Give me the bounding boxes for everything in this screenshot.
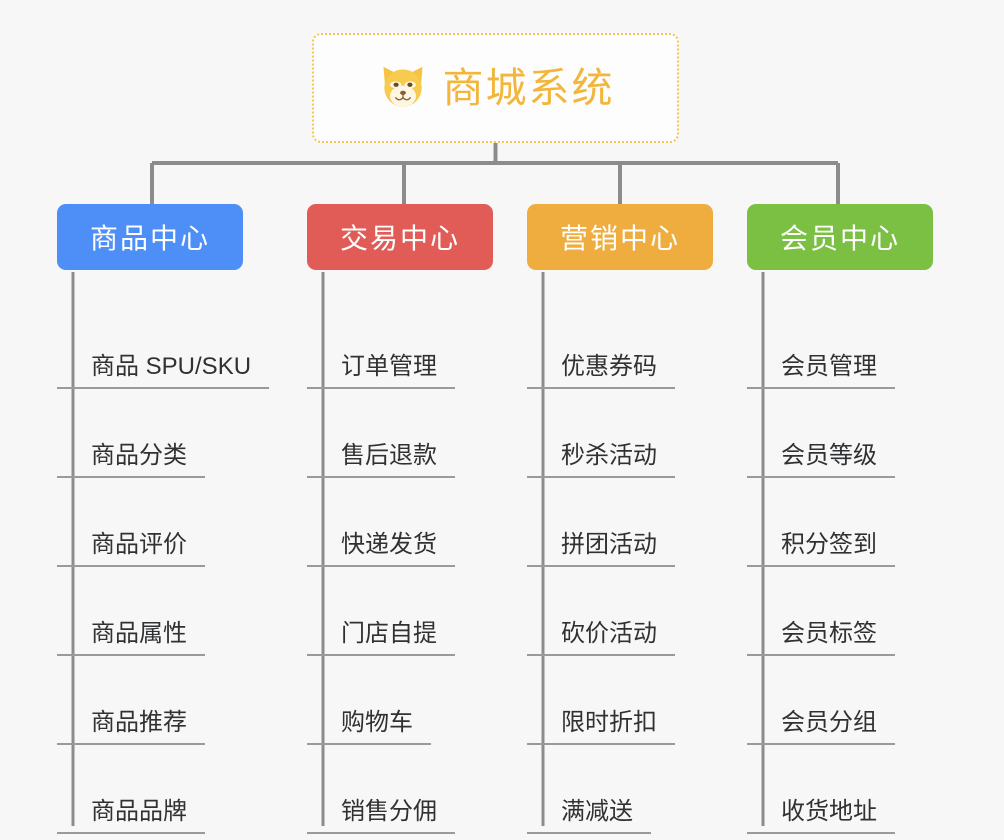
leaf-label: 收货地址 [747,798,895,834]
list-item[interactable]: 商品分类 [57,389,269,478]
list-item[interactable]: 会员分组 [747,656,933,745]
leaf-label: 会员等级 [747,442,895,478]
list-item[interactable]: 秒杀活动 [527,389,713,478]
list-item[interactable]: 积分签到 [747,478,933,567]
root-title: 商城系统 [442,64,615,111]
list-item[interactable]: 拼团活动 [527,478,713,567]
list-item[interactable]: 商品评价 [57,478,269,567]
list-item[interactable]: 收货地址 [747,745,933,834]
list-item[interactable]: 优惠券码 [527,300,713,389]
leaf-label: 优惠券码 [527,353,675,389]
list-item[interactable]: 会员等级 [747,389,933,478]
leaf-label: 购物车 [307,709,431,745]
leaf-label: 拼团活动 [527,531,675,567]
leaf-label: 会员管理 [747,353,895,389]
leaf-label: 快递发货 [307,531,455,567]
branch-head-label: 会员中心 [779,223,900,254]
leaf-label: 砍价活动 [527,620,675,656]
list-item[interactable]: 快递发货 [307,478,493,567]
branch-items-product: 商品 SPU/SKU 商品分类 商品评价 商品属性 商品推荐 商品品牌 [57,270,270,834]
list-item[interactable]: 商品品牌 [57,745,269,834]
branch-head-product[interactable]: 商品中心 [57,204,243,270]
leaf-label: 销售分佣 [307,798,455,834]
leaf-label: 秒杀活动 [527,442,675,478]
leaf-label: 商品品牌 [57,798,205,834]
branch-items-marketing: 优惠券码 秒杀活动 拼团活动 砍价活动 限时折扣 满减送 [527,270,713,834]
branch-items-trade: 订单管理 售后退款 快递发货 门店自提 购物车 销售分佣 [307,270,493,834]
leaf-label: 商品属性 [57,620,205,656]
list-item[interactable]: 会员标签 [747,567,933,656]
list-item[interactable]: 会员管理 [747,300,933,389]
leaf-label: 商品评价 [57,531,205,567]
leaf-label: 积分签到 [747,531,895,567]
list-item[interactable]: 售后退款 [307,389,493,478]
leaf-label: 会员标签 [747,620,895,656]
leaf-label: 限时折扣 [527,709,675,745]
branch-head-marketing[interactable]: 营销中心 [527,204,713,270]
list-item[interactable]: 销售分佣 [307,745,493,834]
branch-head-label: 商品中心 [89,223,210,254]
branch-column-marketing: 营销中心 优惠券码 秒杀活动 拼团活动 砍价活动 限时折扣 满减送 [527,204,713,834]
leaf-label: 订单管理 [307,353,455,389]
list-item[interactable]: 商品属性 [57,567,269,656]
branch-head-member[interactable]: 会员中心 [747,204,933,270]
dog-face-icon [377,62,429,114]
list-item[interactable]: 订单管理 [307,300,493,389]
list-item[interactable]: 砍价活动 [527,567,713,656]
branch-column-trade: 交易中心 订单管理 售后退款 快递发货 门店自提 购物车 销售分佣 [307,204,493,834]
list-item[interactable]: 门店自提 [307,567,493,656]
list-item[interactable]: 购物车 [307,656,493,745]
branch-column-product: 商品中心 商品 SPU/SKU 商品分类 商品评价 商品属性 商品推荐 商品品牌 [57,204,270,834]
list-item[interactable]: 商品推荐 [57,656,269,745]
leaf-label: 商品推荐 [57,709,205,745]
list-item[interactable]: 限时折扣 [527,656,713,745]
branch-items-member: 会员管理 会员等级 积分签到 会员标签 会员分组 收货地址 [747,270,933,834]
leaf-label: 商品 SPU/SKU [57,353,270,389]
branch-column-member: 会员中心 会员管理 会员等级 积分签到 会员标签 会员分组 收货地址 [747,204,933,834]
list-item[interactable]: 满减送 [527,745,713,834]
branch-head-label: 交易中心 [339,223,460,254]
branch-head-trade[interactable]: 交易中心 [307,204,493,270]
leaf-label: 满减送 [527,798,651,834]
branch-head-label: 营销中心 [559,223,680,254]
leaf-label: 售后退款 [307,442,455,478]
leaf-label: 商品分类 [57,442,205,478]
leaf-label: 会员分组 [747,709,895,745]
list-item[interactable]: 商品 SPU/SKU [57,300,270,389]
leaf-label: 门店自提 [307,620,455,656]
root-node[interactable]: 商城系统 [312,33,679,143]
